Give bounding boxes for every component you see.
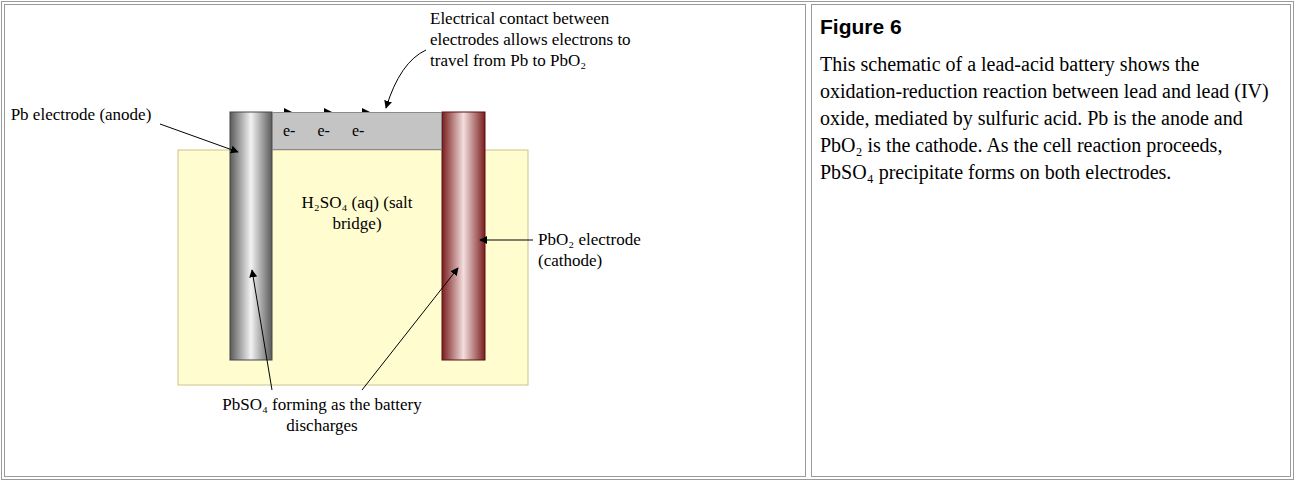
leader-line xyxy=(160,124,238,152)
electrolyte-region: H₂SO₄ (aq) (salt bridge) xyxy=(272,150,442,240)
leader-line xyxy=(480,240,533,241)
pb-electrode xyxy=(230,112,272,360)
electrical-contact: e-e-e- xyxy=(272,112,442,150)
leader-line xyxy=(386,50,426,108)
pbo2-electrode xyxy=(442,112,485,360)
part-label: PbSO₄ forming as the battery discharges xyxy=(222,394,422,436)
part-label: Electrical contact between electrodes al… xyxy=(430,8,662,71)
leader-line xyxy=(252,270,272,390)
electron-label: e- xyxy=(283,122,295,140)
cell-border xyxy=(5,5,806,477)
part-label: PbO₂ electrode (cathode) xyxy=(538,229,688,271)
electrolyte-label: H₂SO₄ (aq) (salt bridge) xyxy=(272,192,442,234)
electron-label: e- xyxy=(352,122,364,140)
figure-caption: This schematic of a lead-acid battery sh… xyxy=(820,51,1280,186)
part-label: Pb electrode (anode) xyxy=(6,104,156,125)
electron-label: e- xyxy=(317,122,329,140)
figure-heading: Figure 6 xyxy=(820,15,1280,39)
leader-line xyxy=(362,268,458,390)
caption-cell: Figure 6 This schematic of a lead-acid ba… xyxy=(811,4,1291,477)
